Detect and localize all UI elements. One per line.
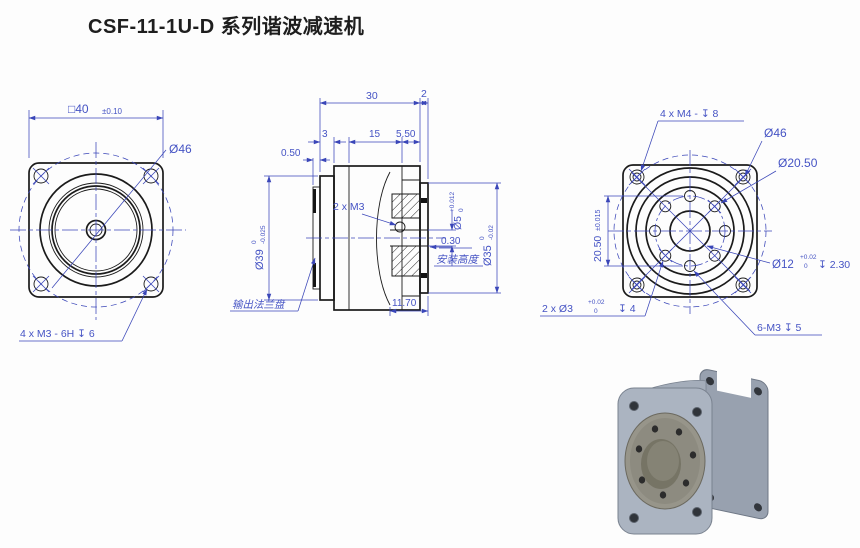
rear-view: 4 x M4 - ↧ 8 Ø46 Ø20.50 20.50 [540, 108, 850, 336]
rear-center-recess-note: Ø12 +0.02 0 ↧ 2.30 [706, 245, 850, 271]
section-install-height-note: 0.30 安装高度 [429, 236, 483, 267]
render-output-face [624, 412, 706, 510]
section-set-screw-note: 2 x M3 [333, 201, 397, 226]
front-corner-holes-text: 4 x M3 - 6H ↧ 6 [20, 328, 95, 340]
dim-2: 2 [421, 88, 427, 100]
dim-d39: Ø39 [254, 249, 266, 270]
dim-20-50: 20.50 [592, 236, 604, 262]
section-hub-length-dimension: 11.70 [389, 296, 429, 316]
dim-d35-lower: -0.02 [488, 225, 495, 240]
front-square-dimension: □40 ±0.10 [28, 102, 164, 158]
front-square-tol-text: ±0.10 [102, 107, 123, 116]
dowel-holes-text: 2 x Ø3 [542, 303, 573, 315]
dim-15: 15 [369, 129, 381, 140]
front-square-dim-text: □40 [68, 102, 89, 116]
render-back-flange [699, 369, 769, 520]
section-view: 30 2 3 15 5.50 0.50 [230, 88, 501, 316]
install-gap-text: 0.30 [441, 236, 461, 247]
dim-d39-lower: -0.025 [260, 225, 267, 244]
tapped-holes-text: 6-M3 ↧ 5 [757, 322, 802, 334]
rear-bolt-circle-text: Ø46 [764, 126, 787, 140]
section-top-dimensions: 30 2 3 15 5.50 0.50 [281, 88, 429, 185]
rear-dowel-holes-note: 2 x Ø3 +0.02 0 ↧ 4 [540, 260, 664, 317]
dowel-depth: ↧ 4 [618, 303, 636, 315]
dim-5-50: 5.50 [396, 129, 416, 140]
section-flange-dia-dimension: Ø39 0 -0.025 [251, 175, 318, 301]
section-output-flange-note: 输出法兰盘 [230, 257, 316, 312]
rear-bolt-circle-note: Ø46 [744, 126, 787, 177]
section-bore-dimension: Ø5 +0.012 0 [428, 192, 465, 266]
install-height-text: 安装高度 [436, 254, 479, 266]
dim-d5: Ø5 [452, 216, 464, 230]
dim-0-50: 0.50 [281, 148, 301, 159]
front-corner-holes-note: 4 x M3 - 6H ↧ 6 [19, 288, 148, 342]
dowel-lower: 0 [594, 308, 598, 315]
dim-30: 30 [366, 90, 378, 102]
front-bolt-circle-text: Ø46 [169, 142, 192, 156]
rear-hole-circle-note: Ø20.50 [720, 156, 818, 204]
dim-d5-upper: +0.012 [449, 192, 456, 212]
rear-hole-spacing-dimension: 20.50 ±0.015 [592, 195, 683, 267]
render-3d [617, 369, 769, 535]
dim-d12-upper: +0.02 [800, 254, 817, 261]
rear-corner-holes-note: 4 x M4 - ↧ 8 [640, 108, 744, 172]
set-screws-text: 2 x M3 [333, 201, 365, 213]
dim-d12: Ø12 [772, 259, 794, 271]
dim-20-50-tol: ±0.015 [595, 210, 602, 231]
front-view: □40 ±0.10 Ø46 4 x M3 - 6H ↧ 6 [10, 102, 192, 342]
dim-d12-lower: 0 [804, 263, 808, 270]
render-bolt-holes [635, 425, 697, 499]
output-flange-text: 输出法兰盘 [232, 299, 286, 311]
rear-tapped-holes-note: 6-M3 ↧ 5 [693, 270, 822, 336]
front-view-centerlines [10, 142, 186, 320]
dim-d35: Ø35 [482, 245, 494, 266]
dim-3: 3 [322, 129, 328, 140]
rear-hole-circle-text: Ø20.50 [778, 156, 818, 170]
dim-d39-upper: 0 [251, 240, 258, 244]
drawing-title: CSF-11-1U-D 系列谐波减速机 [88, 16, 365, 38]
dim-11-70: 11.70 [392, 298, 417, 309]
dim-d12-depth: ↧ 2.30 [818, 259, 850, 271]
rear-view-centerlines [608, 150, 772, 314]
section-hub-dia-dimension: Ø35 0 -0.02 [428, 182, 501, 294]
dowel-upper: +0.02 [588, 299, 605, 306]
dim-d35-upper: 0 [479, 236, 486, 240]
rear-corner-holes-text: 4 x M4 - ↧ 8 [660, 108, 719, 120]
dim-d5-lower: 0 [458, 208, 465, 212]
